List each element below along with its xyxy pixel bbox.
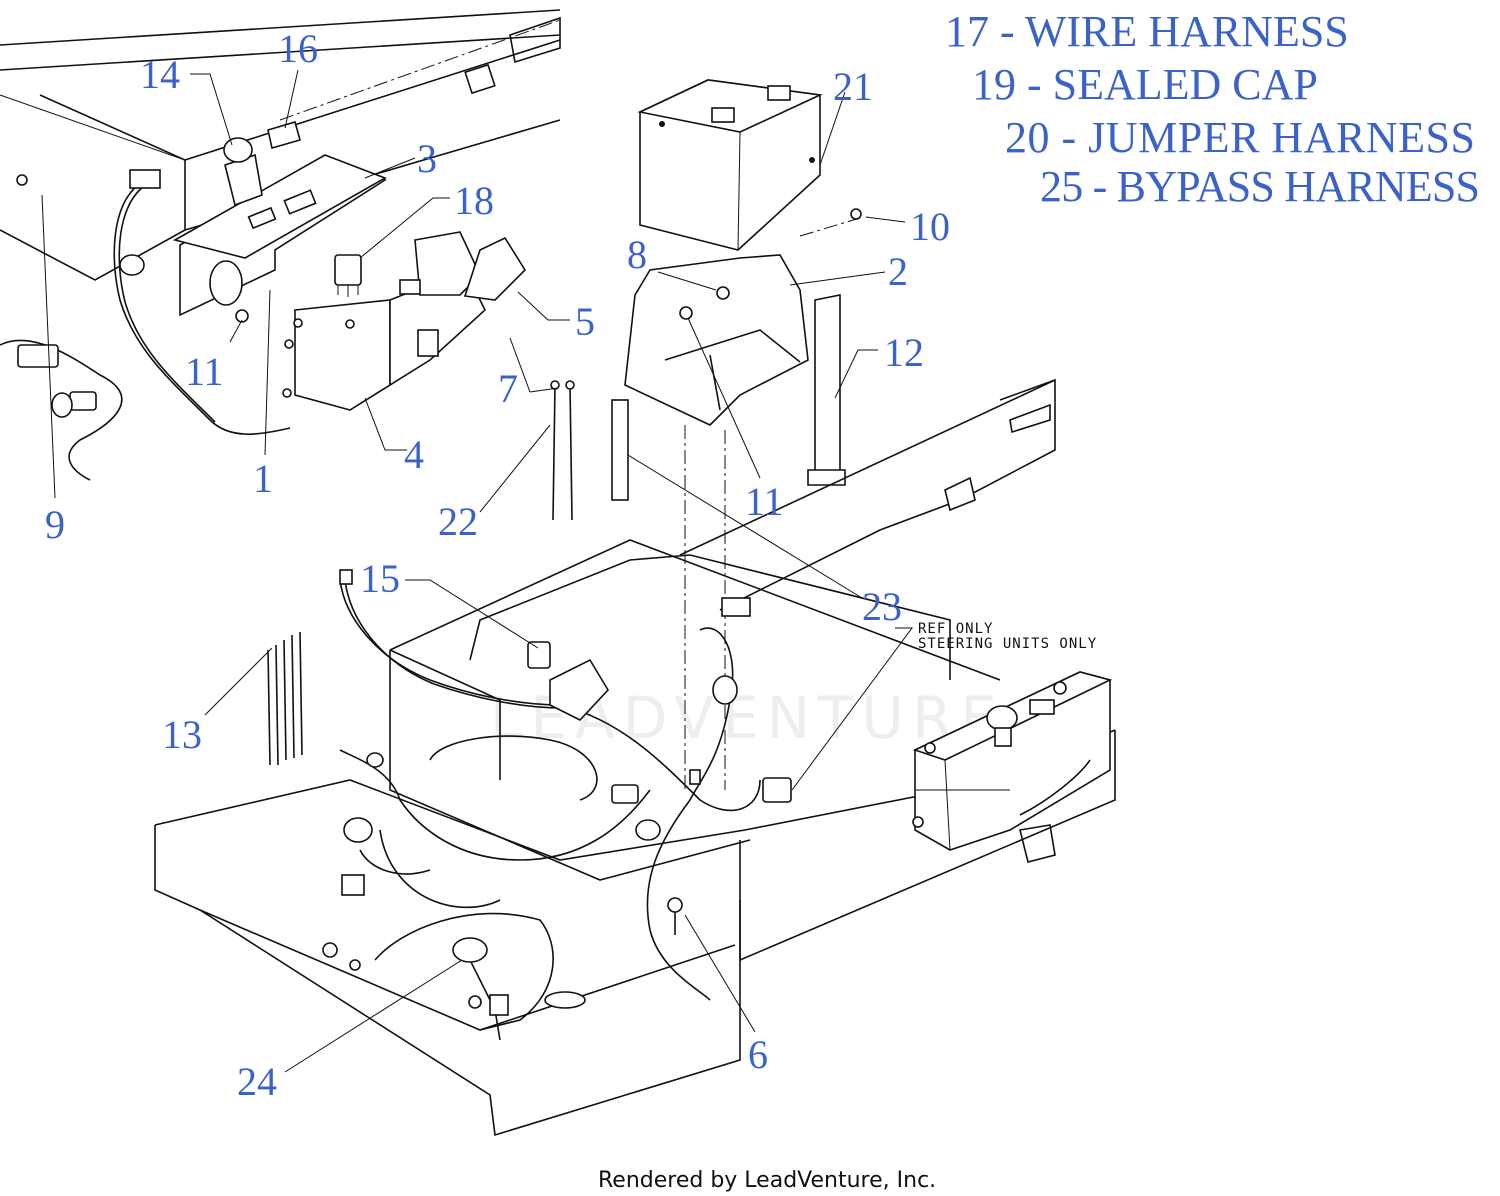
legend-item-17: 17 - WIRE HARNESS — [945, 7, 1349, 56]
ref-note: REF ONLY STEERING UNITS ONLY — [918, 621, 1097, 652]
callout-1: 1 — [253, 456, 273, 501]
callout-23: 23 — [862, 584, 902, 629]
ref-note-line2: STEERING UNITS ONLY — [918, 636, 1097, 652]
dash-panel — [172, 121, 387, 323]
callout-13: 13 — [162, 712, 202, 757]
callout-18: 18 — [454, 178, 494, 223]
ref-note-line1: REF ONLY — [918, 621, 993, 637]
cable-ties — [267, 380, 575, 766]
callout-12: 12 — [884, 330, 924, 375]
callout-3: 3 — [417, 136, 437, 181]
lower-harness — [339, 569, 792, 1041]
legend-item-20: 20 - JUMPER HARNESS — [1005, 113, 1475, 162]
callout-15: 15 — [360, 556, 400, 601]
callout-5: 5 — [575, 299, 595, 344]
callout-16: 16 — [278, 26, 318, 71]
battery-tray — [611, 208, 862, 790]
legend-item-25: 25 - BYPASS HARNESS — [1040, 162, 1480, 211]
callout-6: 6 — [748, 1032, 768, 1077]
parts-legend: 17 - WIRE HARNESS 19 - SEALED CAP 20 - J… — [945, 7, 1480, 211]
callout-10: 10 — [910, 204, 950, 249]
leader-lines — [41, 69, 913, 1073]
legend-item-19: 19 - SEALED CAP — [972, 60, 1318, 109]
callout-9: 9 — [45, 502, 65, 547]
control-box — [282, 231, 527, 411]
callout-numbers: 14 16 3 18 5 7 11 4 1 9 22 8 2 10 21 12 … — [45, 26, 950, 1104]
callout-7: 7 — [498, 366, 518, 411]
right-frame-rail — [679, 378, 1056, 611]
footer-credit: Rendered by LeadVenture, Inc. — [598, 1168, 936, 1193]
callout-11-left: 11 — [185, 349, 224, 394]
callout-22: 22 — [438, 499, 478, 544]
callout-11-right: 11 — [745, 479, 784, 524]
battery — [637, 79, 823, 251]
callout-24: 24 — [237, 1059, 277, 1104]
ref-control-box — [912, 671, 1113, 851]
callout-2: 2 — [888, 249, 908, 294]
callout-14: 14 — [140, 52, 180, 97]
callout-4: 4 — [404, 432, 424, 477]
callout-8: 8 — [627, 232, 647, 277]
callout-21: 21 — [833, 64, 873, 109]
